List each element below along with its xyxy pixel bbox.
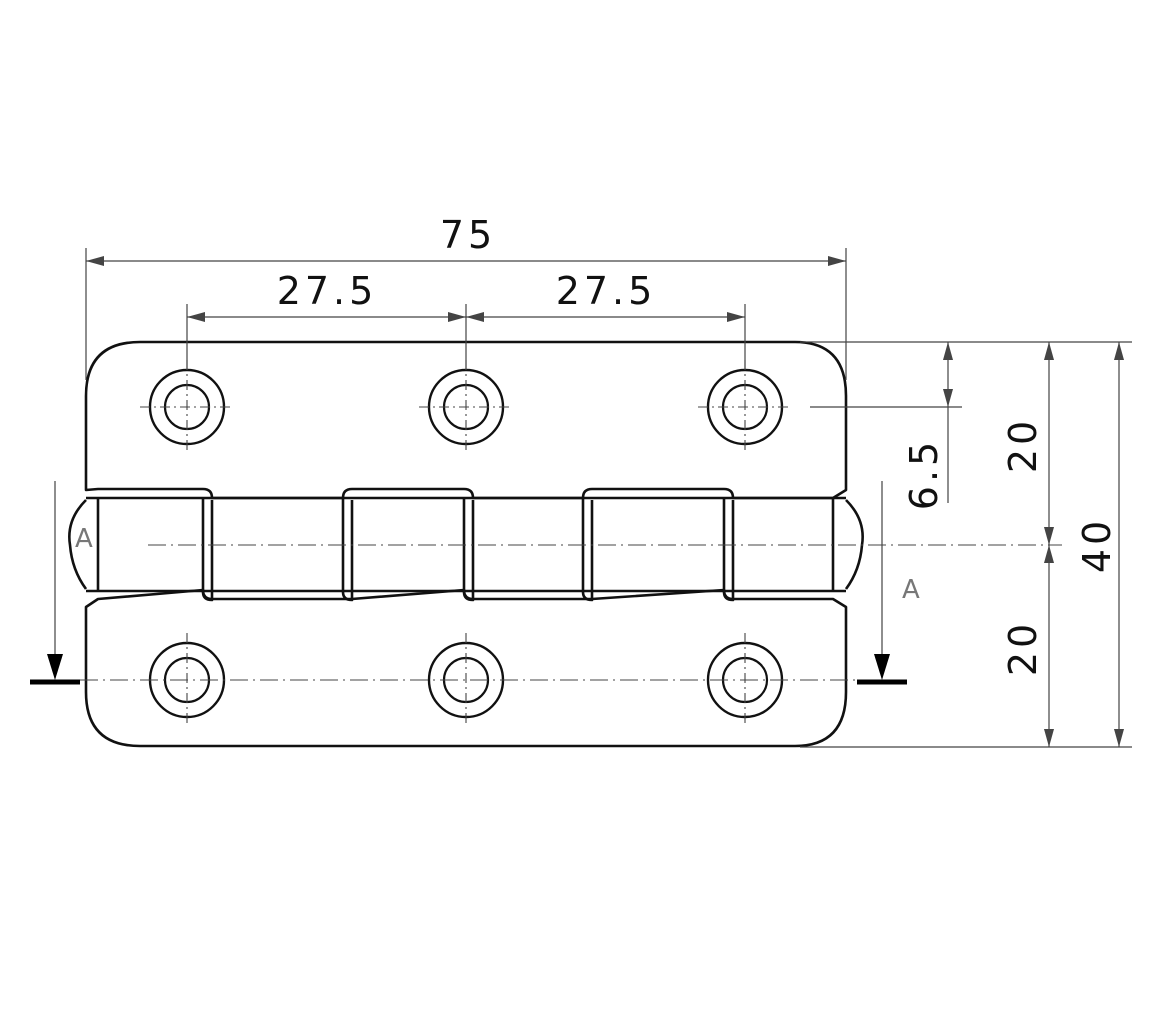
knuckle-4 bbox=[581, 498, 594, 602]
arrowhead bbox=[1044, 545, 1054, 563]
dimension-overall-height: 40 bbox=[1075, 342, 1124, 747]
arrowhead bbox=[943, 342, 953, 360]
extension-lines bbox=[85, 248, 1132, 748]
arrowhead bbox=[1114, 729, 1124, 747]
knuckle-2 bbox=[341, 498, 354, 602]
knuckle-1 bbox=[201, 498, 214, 602]
dimension-leaf-heights: 20 20 bbox=[1001, 342, 1054, 747]
arrowhead bbox=[86, 256, 104, 266]
hinge-barrel bbox=[68, 496, 864, 602]
section-marker-left: A bbox=[30, 481, 93, 685]
dimension-text-overall-width: 75 bbox=[440, 213, 496, 257]
arrowhead bbox=[943, 389, 953, 407]
arrowhead bbox=[187, 312, 205, 322]
pin-cap-left bbox=[68, 499, 88, 590]
knuckle-5 bbox=[722, 498, 735, 602]
arrowhead bbox=[1044, 342, 1054, 360]
dimension-overall-width: 75 bbox=[86, 213, 846, 266]
section-arrow-icon bbox=[874, 654, 890, 680]
dimension-text-hole-pitch-left: 27.5 bbox=[277, 269, 378, 313]
section-arrow-icon bbox=[47, 654, 63, 680]
dimension-text-hole-edge-offset: 6.5 bbox=[902, 438, 946, 510]
dimension-text-overall-height: 40 bbox=[1075, 517, 1119, 573]
dimension-hole-pitch: 27.5 27.5 bbox=[187, 269, 745, 322]
arrowhead bbox=[828, 256, 846, 266]
section-label-left: A bbox=[75, 524, 93, 554]
arrowhead bbox=[448, 312, 466, 322]
dimension-text-upper-leaf-height: 20 bbox=[1001, 417, 1045, 473]
section-marker-right: A bbox=[857, 481, 920, 685]
dimension-text-hole-pitch-right: 27.5 bbox=[556, 269, 657, 313]
hole-center-marks bbox=[140, 360, 792, 727]
section-label-right: A bbox=[902, 575, 920, 605]
arrowhead bbox=[727, 312, 745, 322]
knuckle-3 bbox=[462, 498, 475, 602]
arrowhead bbox=[1044, 527, 1054, 545]
dimension-text-lower-leaf-height: 20 bbox=[1001, 620, 1045, 676]
dimension-hole-edge-offset: 6.5 bbox=[902, 342, 953, 510]
arrowhead bbox=[1044, 729, 1054, 747]
arrowhead bbox=[466, 312, 484, 322]
arrowhead bbox=[1114, 342, 1124, 360]
